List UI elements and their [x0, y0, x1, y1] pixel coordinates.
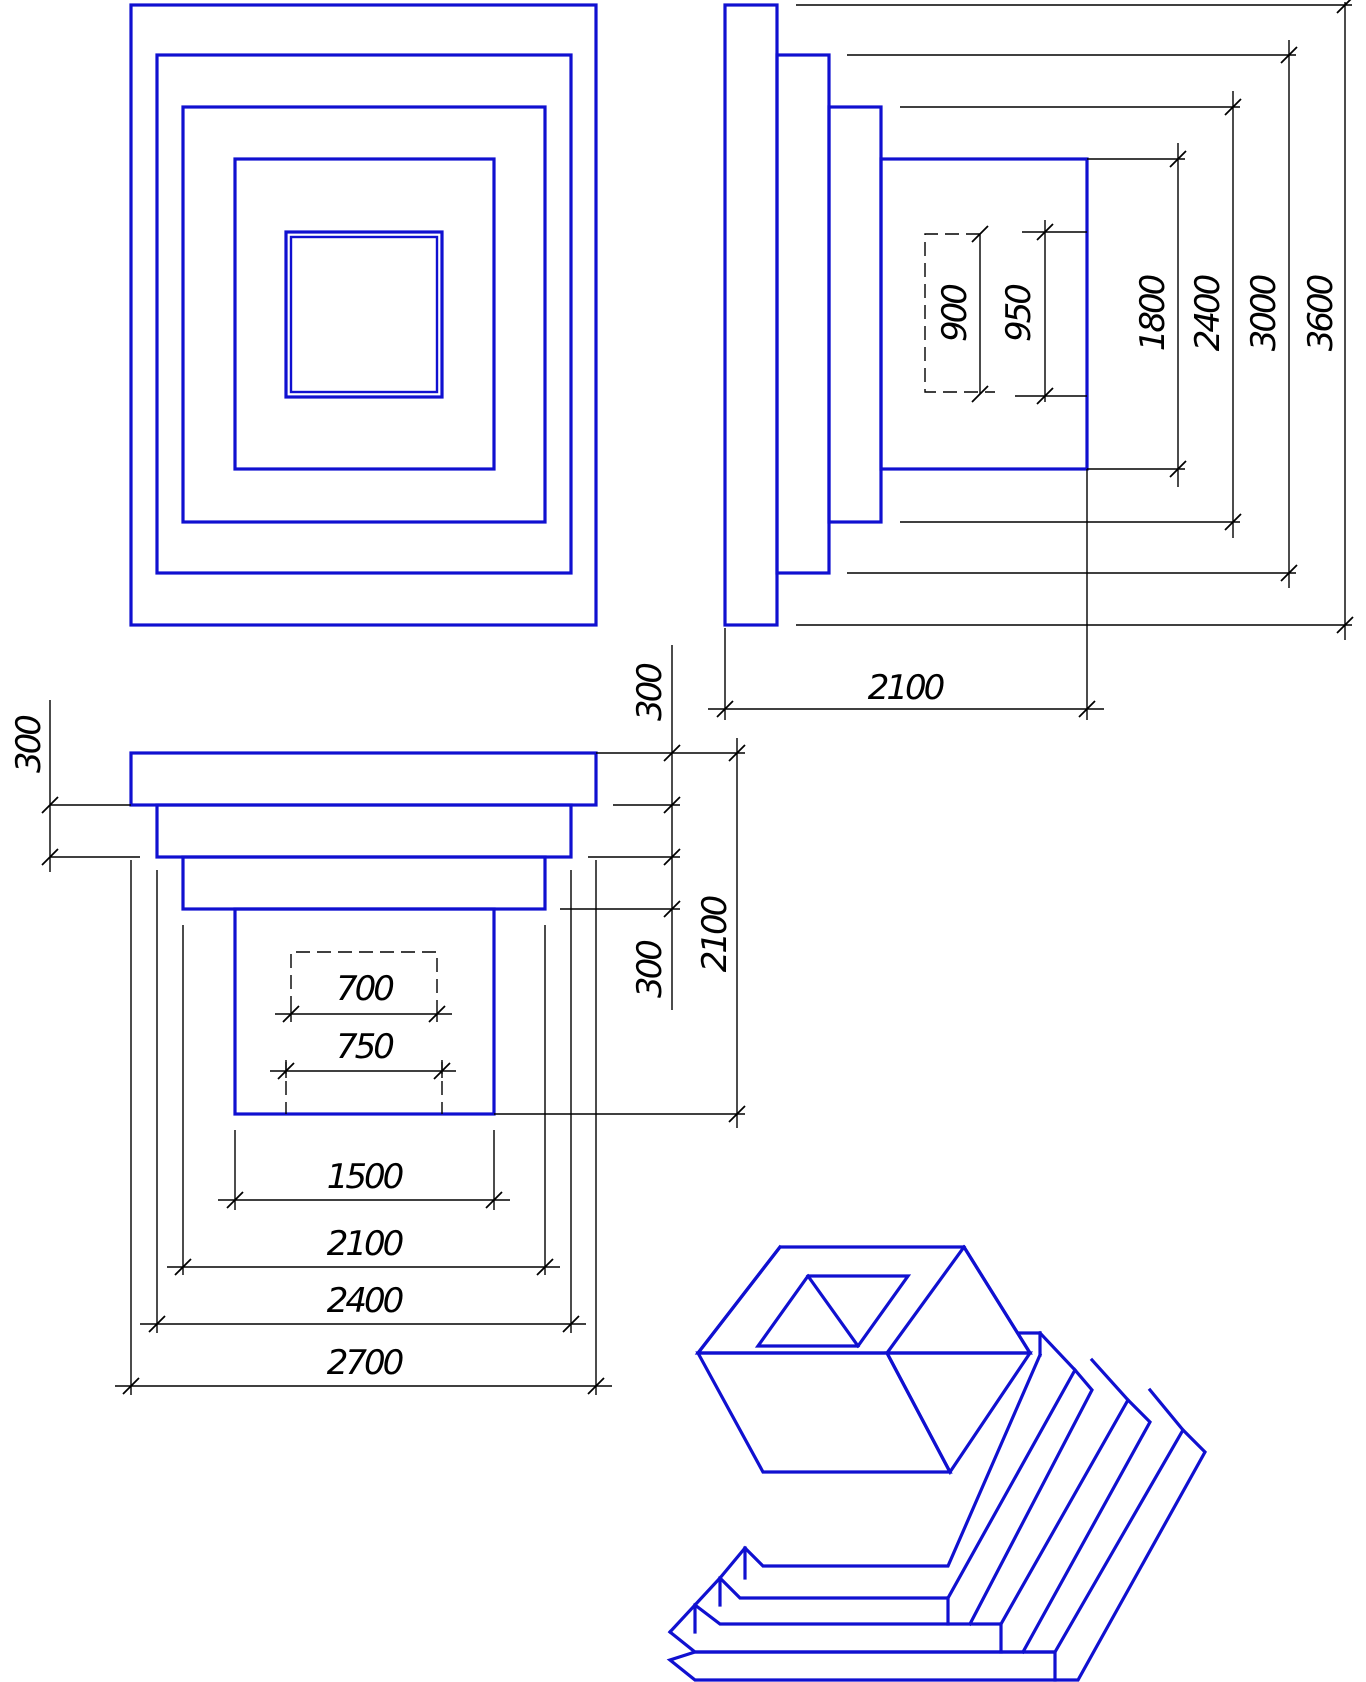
- dim-3600-base-height: 3600: [796, 0, 1354, 640]
- dim-300-top-label: 300: [630, 664, 670, 721]
- iso-top-opening: [754, 1273, 912, 1349]
- top-view-column-outline: [233, 157, 496, 471]
- dim-2700-base-label: 2700: [327, 1343, 403, 1383]
- side-view-dimensions: 900 950 1800 2400: [708, 0, 1354, 720]
- iso-step3: [717, 1330, 1094, 1627]
- iso-step2: [692, 1357, 1152, 1655]
- side-view-step3: [827, 105, 883, 524]
- dim-2100-side-label: 2100: [868, 668, 944, 708]
- dim-300-left-slab: 300: [9, 700, 59, 872]
- dim-2400-step2-width: 2400: [140, 870, 586, 1333]
- dim-1800-column-height: 1800: [1087, 143, 1187, 487]
- side-view-hidden-opening-line: [924, 233, 995, 393]
- top-view-step2-outline: [155, 53, 573, 575]
- iso-column-side-face: [884, 1351, 1034, 1476]
- dim-700-inner-opening-width: 700: [275, 969, 452, 1023]
- side-view-base-slab: [723, 3, 779, 627]
- dim-300-step-label: 300: [630, 941, 670, 998]
- iso-step4: [742, 1331, 1043, 1580]
- top-view-opening-outer: [284, 230, 444, 399]
- dim-2400-step2-label: 2400: [327, 1281, 403, 1321]
- top-view-base-slab-outline: [129, 3, 598, 627]
- dim-1800-label: 1800: [1133, 275, 1173, 351]
- dim-3000-step2-height: 3000: [847, 40, 1298, 588]
- dim-2100-front-label: 2100: [695, 896, 735, 972]
- dim-950-label: 950: [999, 285, 1039, 342]
- front-view-step3: [181, 855, 547, 911]
- front-view: [129, 751, 598, 1116]
- dim-2100-front-height: 2100: [695, 738, 746, 1128]
- dim-900-inner-opening-height: 900: [935, 225, 989, 403]
- dim-3600-label: 3600: [1301, 275, 1341, 351]
- dim-700-label: 700: [336, 969, 393, 1009]
- top-view-step3-outline: [181, 105, 547, 524]
- dim-2100-step3-label: 2100: [327, 1224, 403, 1264]
- top-view: [129, 3, 598, 627]
- dim-2700-base-width: 2700: [115, 860, 612, 1395]
- iso-opening-diagonal: [805, 1273, 861, 1349]
- dim-2400-step3-height: 2400: [900, 91, 1242, 538]
- front-view-dimensions: 300 300 300 2100: [9, 645, 746, 1395]
- dim-300-left-label: 300: [9, 716, 49, 773]
- side-view-step2: [775, 53, 831, 575]
- isometric-view: [666, 1244, 1207, 1682]
- top-view-opening-inner: [289, 235, 439, 394]
- dim-300-top-slab: 300: [630, 645, 681, 925]
- dim-2400-label: 2400: [1188, 275, 1228, 351]
- dim-750-label: 750: [336, 1027, 393, 1067]
- side-view: [723, 3, 1089, 627]
- dim-950-outer-opening-height: 950: [999, 220, 1087, 405]
- dim-750-outer-opening-width: 750: [270, 1027, 456, 1080]
- dim-1500-label: 1500: [327, 1157, 403, 1197]
- iso-column-box: [694, 1244, 1034, 1476]
- front-view-step2: [155, 803, 573, 859]
- front-view-column: [233, 907, 496, 1116]
- front-hidden-inner-edges: [290, 951, 438, 1010]
- dim-3000-label: 3000: [1244, 275, 1284, 351]
- side-view-column: [879, 157, 1089, 471]
- iso-column-front-face: [695, 1351, 953, 1474]
- dim-2100-side-width: 2100: [708, 469, 1104, 720]
- dim-300-step: 300: [630, 925, 673, 1010]
- side-view-hidden-opening: [924, 233, 995, 393]
- iso-base-slab: [666, 1387, 1207, 1682]
- dim-1500-column-width: 1500: [218, 1130, 510, 1210]
- dim-2100-step3-width: 2100: [167, 925, 560, 1276]
- front-view-top-slab: [129, 751, 598, 807]
- dim-900-label: 900: [935, 285, 975, 342]
